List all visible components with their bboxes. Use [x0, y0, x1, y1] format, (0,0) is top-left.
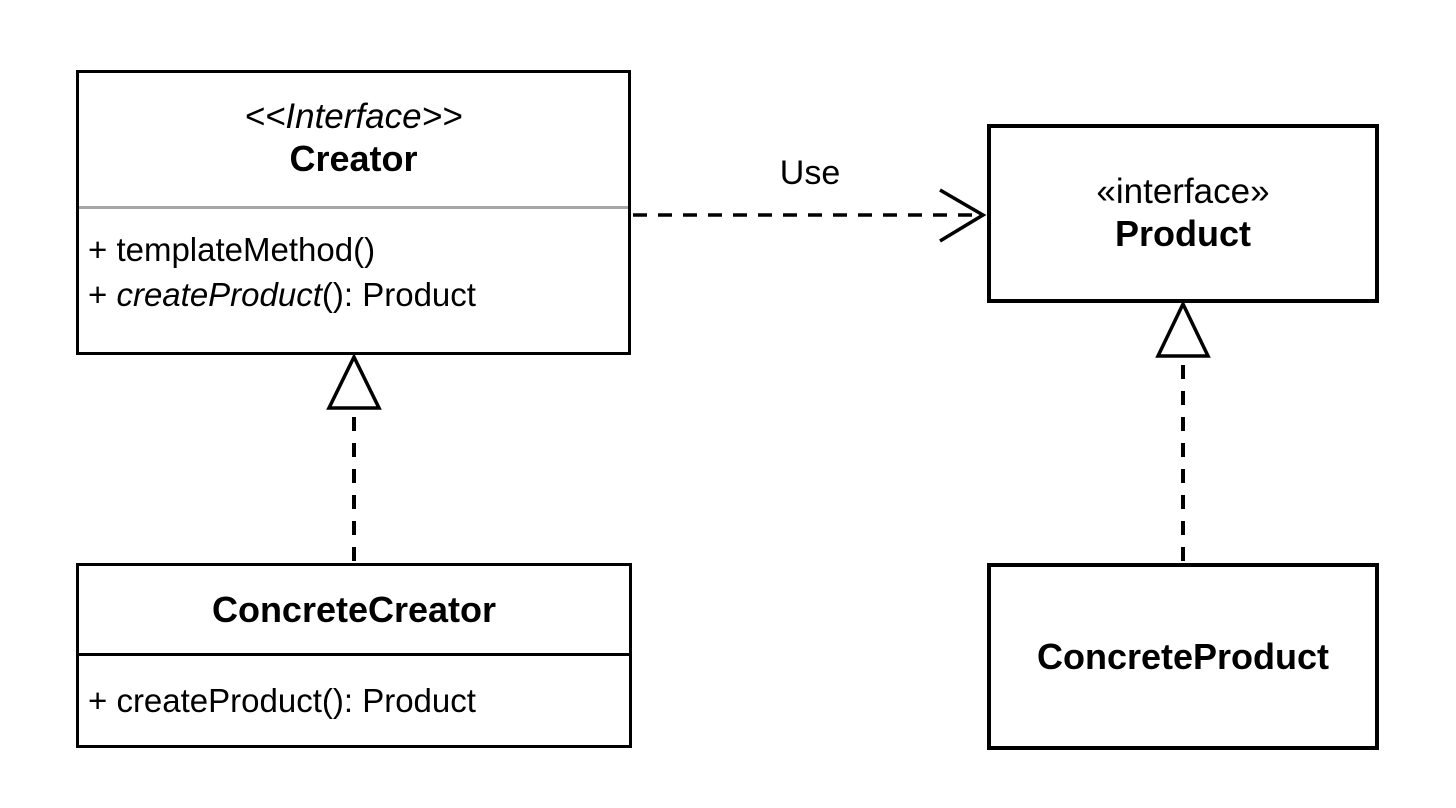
method-return-suffix: (): Product: [321, 276, 476, 313]
method-template-method: + templateMethod(): [88, 231, 376, 268]
concrete-creator-class-name: ConcreteCreator: [211, 588, 497, 630]
product-stereotype: «interface»: [1096, 172, 1270, 211]
realization-triangle-icon-product: [1155, 299, 1211, 358]
class-box-creator: <<Interface>> Creator + templateMethod()…: [76, 70, 631, 355]
use-open-arrowhead-icon: [939, 188, 987, 243]
class-box-product: «interface» Product: [987, 124, 1379, 303]
realization-triangle-icon-creator: [326, 353, 382, 410]
use-dependency-label: Use: [779, 154, 841, 192]
method-name-italic: createProduct: [116, 276, 322, 313]
concrete-creator-methods-section: + createProduct(): Product: [79, 656, 629, 745]
class-box-concrete-creator: ConcreteCreator + createProduct(): Produ…: [76, 563, 632, 748]
method-create-product-abstract: + createProduct(): Product: [88, 272, 628, 317]
creator-header: <<Interface>> Creator: [79, 73, 628, 206]
creator-class-name: Creator: [289, 138, 418, 179]
product-class-name: Product: [1114, 213, 1251, 254]
concrete-creator-separator-line: [79, 653, 629, 656]
creator-separator-line: [79, 206, 628, 209]
concrete-product-class-name: ConcreteProduct: [1036, 635, 1330, 677]
creator-methods-section: + templateMethod() + createProduct(): Pr…: [79, 209, 628, 352]
method-create-product-concrete: + createProduct(): Product: [88, 682, 476, 719]
creator-stereotype: <<Interface>>: [244, 97, 463, 136]
method-plus-prefix: +: [88, 276, 117, 313]
class-box-concrete-product: ConcreteProduct: [987, 563, 1379, 750]
concrete-creator-header: ConcreteCreator: [79, 566, 629, 653]
